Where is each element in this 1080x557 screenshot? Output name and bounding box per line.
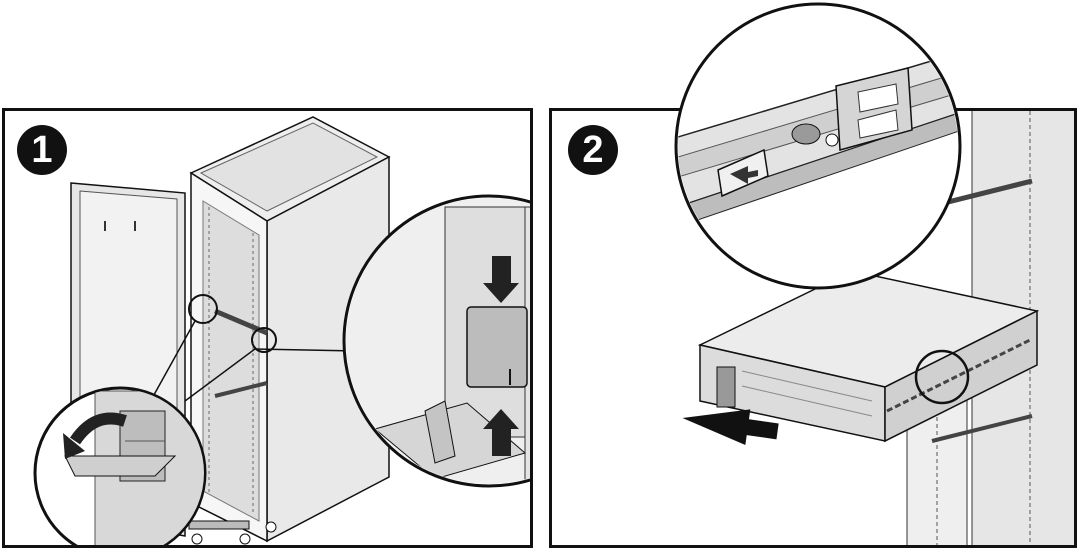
zoom-lens-small <box>33 386 207 545</box>
zoom-lens-rail <box>674 2 962 290</box>
curved-arrow-head <box>63 433 85 459</box>
rack-illustration <box>33 116 530 545</box>
rail-release-arrow-icon <box>730 166 758 184</box>
callout-circle-rail <box>914 349 970 405</box>
step-1-panel: 1 <box>2 108 533 548</box>
curved-arrow-icon <box>70 412 127 445</box>
server-chassis <box>697 270 1040 443</box>
arrow-down-icon <box>483 256 519 303</box>
callout-circle-lower <box>251 327 277 353</box>
arrow-up-icon <box>483 409 519 456</box>
callout-circle-upper <box>188 294 218 324</box>
step-2-badge: 2 <box>568 125 618 175</box>
arrow-left-icon <box>682 409 779 446</box>
step-1-number: 1 <box>31 128 53 171</box>
step-1-badge: 1 <box>17 125 67 175</box>
rack-cabinet <box>188 116 391 545</box>
step-2-number: 2 <box>582 128 604 171</box>
